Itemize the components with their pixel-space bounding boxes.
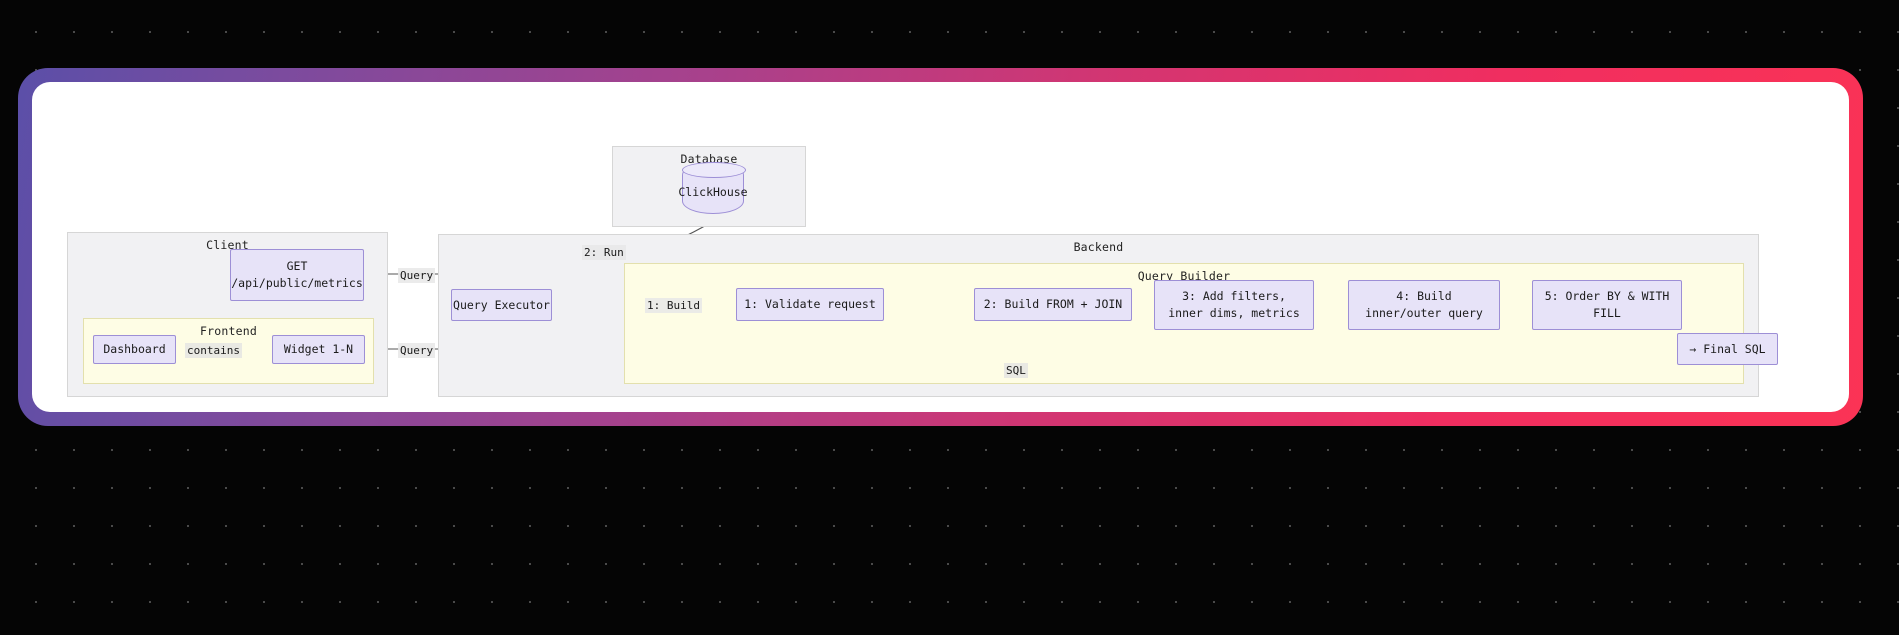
node-query-executor-label: Query Executor xyxy=(453,297,550,312)
node-step-4-line2: inner/outer query xyxy=(1365,306,1483,320)
node-step-1-validate-request[interactable]: 1: Validate request xyxy=(736,288,884,321)
node-step-2-label: 2: Build FROM + JOIN xyxy=(983,297,1123,312)
node-step-2-build-from-join[interactable]: 2: Build FROM + JOIN xyxy=(974,288,1132,321)
edge-label-sql: SQL xyxy=(1004,363,1028,379)
cluster-query-builder-label: Query Builder xyxy=(1137,269,1231,283)
node-step-3-add-filters[interactable]: 3: Add filters, inner dims, metrics xyxy=(1154,280,1314,330)
cluster-frontend-label: Frontend xyxy=(200,324,257,338)
cluster-backend-label: Backend xyxy=(1073,240,1124,254)
node-step-4-line1: 4: Build xyxy=(1396,289,1452,304)
node-api-endpoint-line1: GET xyxy=(286,259,308,274)
node-dashboard-label: Dashboard xyxy=(103,342,166,357)
node-step-5-line2: FILL xyxy=(1593,306,1621,320)
node-api-endpoint-line2: /api/public/metrics xyxy=(231,276,363,290)
node-step-3-line1: 3: Add filters, xyxy=(1182,289,1286,304)
node-final-sql-label: → Final SQL xyxy=(1689,341,1766,356)
node-step-5-line1: 5: Order BY & WITH xyxy=(1544,289,1670,304)
node-query-executor[interactable]: Query Executor xyxy=(451,289,552,321)
node-final-sql[interactable]: → Final SQL xyxy=(1677,333,1778,365)
edge-label-contains: contains xyxy=(185,343,242,359)
edge-label-query-bottom: Query xyxy=(398,343,436,359)
node-dashboard[interactable]: Dashboard xyxy=(93,335,176,364)
node-step-5-order-by-with-fill[interactable]: 5: Order BY & WITH FILL xyxy=(1532,280,1682,330)
node-api-endpoint[interactable]: GET /api/public/metrics xyxy=(230,249,364,301)
gradient-card-frame: Client Frontend Database Backend Query B… xyxy=(18,68,1863,426)
node-step-1-label: 1: Validate request xyxy=(744,297,876,312)
node-widget[interactable]: Widget 1-N xyxy=(272,335,365,364)
cluster-client-label: Client xyxy=(206,238,249,252)
node-step-4-build-inner-outer-query[interactable]: 4: Build inner/outer query xyxy=(1348,280,1500,330)
node-clickhouse-database[interactable]: ClickHouse xyxy=(678,162,748,214)
edge-label-build: 1: Build xyxy=(645,298,702,314)
node-clickhouse-label: ClickHouse xyxy=(678,185,748,199)
edge-label-query-top: Query xyxy=(398,268,436,284)
edge-label-run: 2: Run xyxy=(582,245,626,261)
node-step-3-line2: inner dims, metrics xyxy=(1168,306,1300,320)
card-surface: Client Frontend Database Backend Query B… xyxy=(32,82,1849,412)
node-widget-label: Widget 1-N xyxy=(283,342,354,357)
architecture-diagram: Client Frontend Database Backend Query B… xyxy=(32,82,1849,412)
